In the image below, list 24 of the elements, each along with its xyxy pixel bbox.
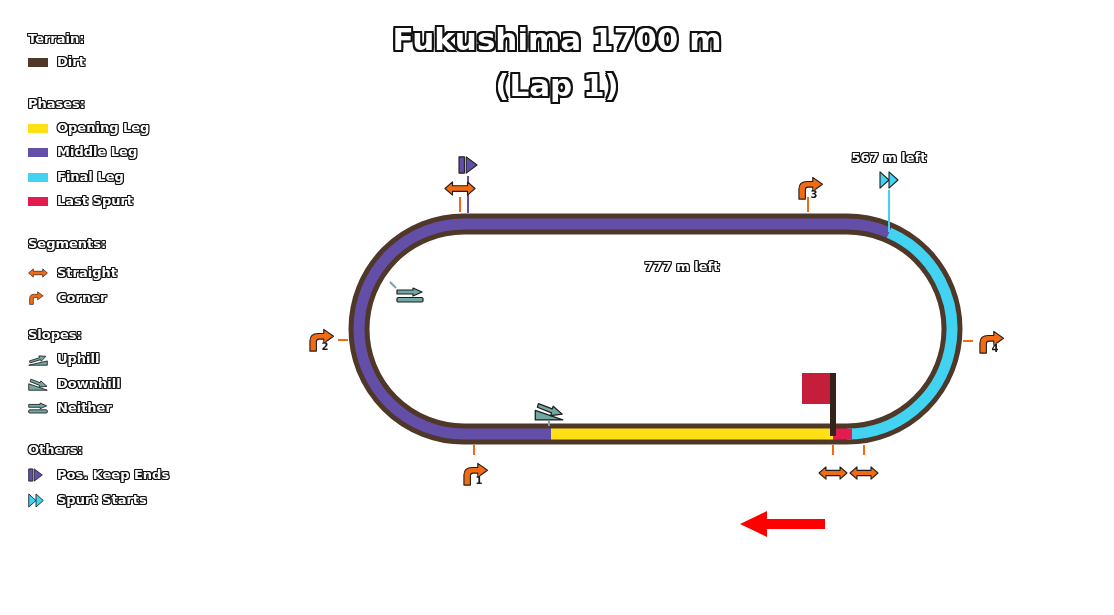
legend-label: Dirt <box>57 54 85 70</box>
legend-label: Downhill <box>57 376 121 392</box>
legend-heading: Phases: <box>28 96 86 112</box>
legend-label: Neither <box>57 400 112 416</box>
corner-number: 3 <box>810 190 818 200</box>
title: Fukushima 1700 m (Lap 1) <box>391 20 723 106</box>
legend-label: Spurt Starts <box>57 492 147 508</box>
legend-label: Corner <box>57 290 107 306</box>
legend-label: Uphill <box>57 351 100 367</box>
corner-number: 4 <box>991 344 999 354</box>
legend-label: Straight <box>57 265 117 281</box>
legend-heading: Slopes: <box>28 327 82 343</box>
distance-label: 777 m left <box>644 259 720 275</box>
distance-label: 567 m left <box>851 150 927 166</box>
legend-heading: Segments: <box>28 236 107 252</box>
legend-label: Middle Leg <box>57 144 138 160</box>
legend-heading: Terrain: <box>28 31 85 47</box>
corner-number: 1 <box>475 476 483 486</box>
legend-heading: Others: <box>28 442 83 458</box>
legend-label: Pos. Keep Ends <box>57 467 170 483</box>
legend-label: Last Spurt <box>57 193 134 209</box>
corner-number: 2 <box>321 342 329 352</box>
legend-label: Opening Leg <box>57 120 150 136</box>
legend-label: Final Leg <box>57 169 124 185</box>
